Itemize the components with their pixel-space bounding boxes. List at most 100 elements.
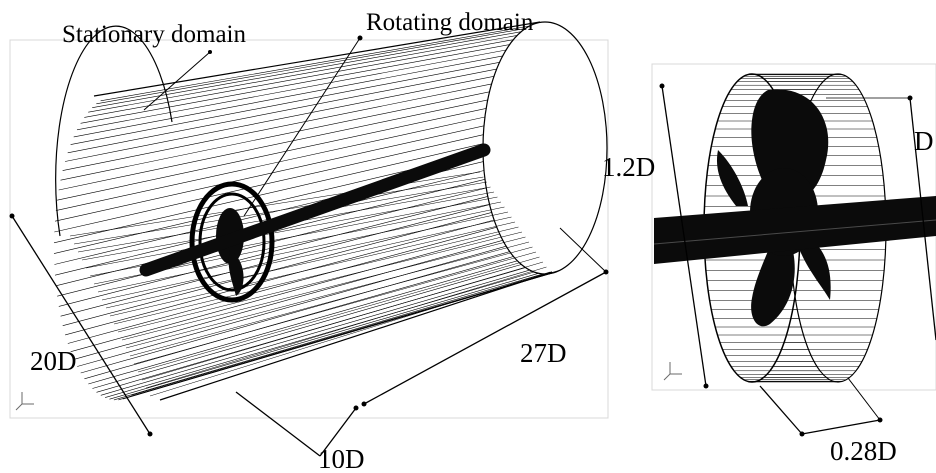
mesh-line [73, 55, 503, 138]
mesh-line [53, 143, 484, 244]
stationary-leader [143, 51, 211, 111]
axis-triad-left [15, 392, 34, 411]
mesh-line [133, 251, 537, 365]
outlet-rim [482, 21, 608, 275]
shaft-right [653, 196, 936, 264]
axis-triad-right [663, 362, 682, 381]
dim-d-label: D [914, 126, 934, 156]
mesh-line [62, 83, 492, 171]
right-panel: 1.2D D 0.28D [602, 63, 936, 466]
mesh-line [101, 211, 509, 301]
mesh-line [105, 216, 512, 309]
dim-20d-tick-a [9, 213, 15, 219]
dim-1-2d-label: 1.2D [602, 152, 655, 182]
mesh-line [92, 31, 522, 108]
dim-10d-label: 10D [318, 444, 365, 468]
mesh-line [60, 204, 490, 317]
mesh-line [57, 108, 487, 201]
shaft [139, 143, 491, 277]
mesh-line [70, 233, 500, 352]
dim-0-28d-tick-a [799, 431, 805, 437]
dim-0-28d-label: 0.28D [830, 436, 897, 466]
dim-20d-line [11, 215, 151, 435]
shaft-left [139, 143, 491, 277]
stationary-domain-label: Stationary domain [62, 21, 246, 48]
dim-10d-tick [353, 405, 359, 411]
stationary-leader-dot [208, 50, 212, 54]
mesh-line [113, 226, 519, 325]
mesh-line [137, 256, 540, 373]
dim-d-line [909, 97, 936, 341]
rotating-domain-mesh [703, 73, 887, 383]
mesh-line [113, 273, 543, 401]
top-generatrix [93, 21, 541, 97]
dim-20d-tick-b [147, 431, 153, 437]
mesh-line [80, 251, 510, 374]
mesh-line [69, 171, 481, 237]
mesh-line [141, 261, 544, 381]
mesh-line [121, 236, 526, 341]
mesh-line [60, 91, 490, 181]
rotating-leader [243, 37, 361, 217]
mesh-line [96, 28, 526, 105]
mesh-line [85, 191, 495, 269]
mesh-line [97, 206, 505, 293]
mesh-line [77, 245, 507, 367]
mesh-line [73, 176, 484, 245]
dim-10d-line [235, 391, 321, 457]
dim-27d-extension [559, 227, 607, 273]
inlet-rim [55, 25, 173, 237]
blade-left [716, 150, 748, 206]
rotating-domain-inner-ring [198, 192, 266, 292]
stationary-domain-mesh [53, 21, 608, 401]
dim-27d-tick-b [603, 269, 609, 275]
mesh-line [129, 246, 533, 357]
mesh-line [125, 241, 530, 349]
mesh-line [109, 221, 516, 317]
shaft-body [654, 196, 936, 264]
dim-20d-label: 20D [30, 346, 77, 376]
mesh-line [64, 76, 495, 162]
left-panel: Stationary domain Rotating domain 20D 10… [9, 9, 609, 473]
dim-10d-tail [319, 407, 357, 457]
mesh-line [127, 271, 557, 398]
mesh-line [92, 264, 522, 389]
mesh-line [54, 125, 485, 222]
shaft-highlight [653, 219, 936, 245]
dim-1-2d-line [661, 85, 707, 387]
dim-27d-tick-a [361, 401, 367, 407]
propeller-blade-small [228, 250, 244, 296]
mesh-line [84, 39, 514, 118]
mesh-line [100, 25, 530, 102]
dim-0-28d-tick-b [877, 417, 883, 423]
mesh-line [84, 256, 514, 380]
dim-0-28d-line-b [801, 419, 881, 435]
dim-27d-line [363, 271, 607, 405]
annotation-labels: Stationary domain Rotating domain [62, 9, 534, 217]
left-panel-frame [9, 39, 609, 419]
mesh-line [54, 134, 484, 233]
mesh-line [55, 116, 485, 211]
dimension-lines-right: 1.2D D 0.28D [602, 83, 936, 466]
mesh-line [80, 44, 510, 124]
mesh-line [76, 49, 507, 131]
mesh-line [65, 219, 495, 336]
dim-0-28d-extension [847, 377, 881, 421]
mesh-line [100, 269, 530, 396]
mesh-line [88, 260, 518, 385]
rotating-leader-dot [357, 35, 363, 41]
mesh-line [105, 271, 535, 398]
dim-27d-label: 27D [520, 338, 567, 368]
rotating-domain-ring [189, 181, 275, 303]
mesh-line [70, 62, 500, 145]
mesh-line [145, 266, 547, 389]
dim-1-2d-tick-b [703, 383, 709, 389]
mesh-line [88, 35, 518, 113]
mesh-line [117, 231, 523, 333]
dim-0-28d-line-a [759, 385, 803, 435]
dim-1-2d-tick-a [659, 83, 665, 89]
mesh-line [149, 271, 551, 397]
mesh-line [67, 226, 497, 344]
